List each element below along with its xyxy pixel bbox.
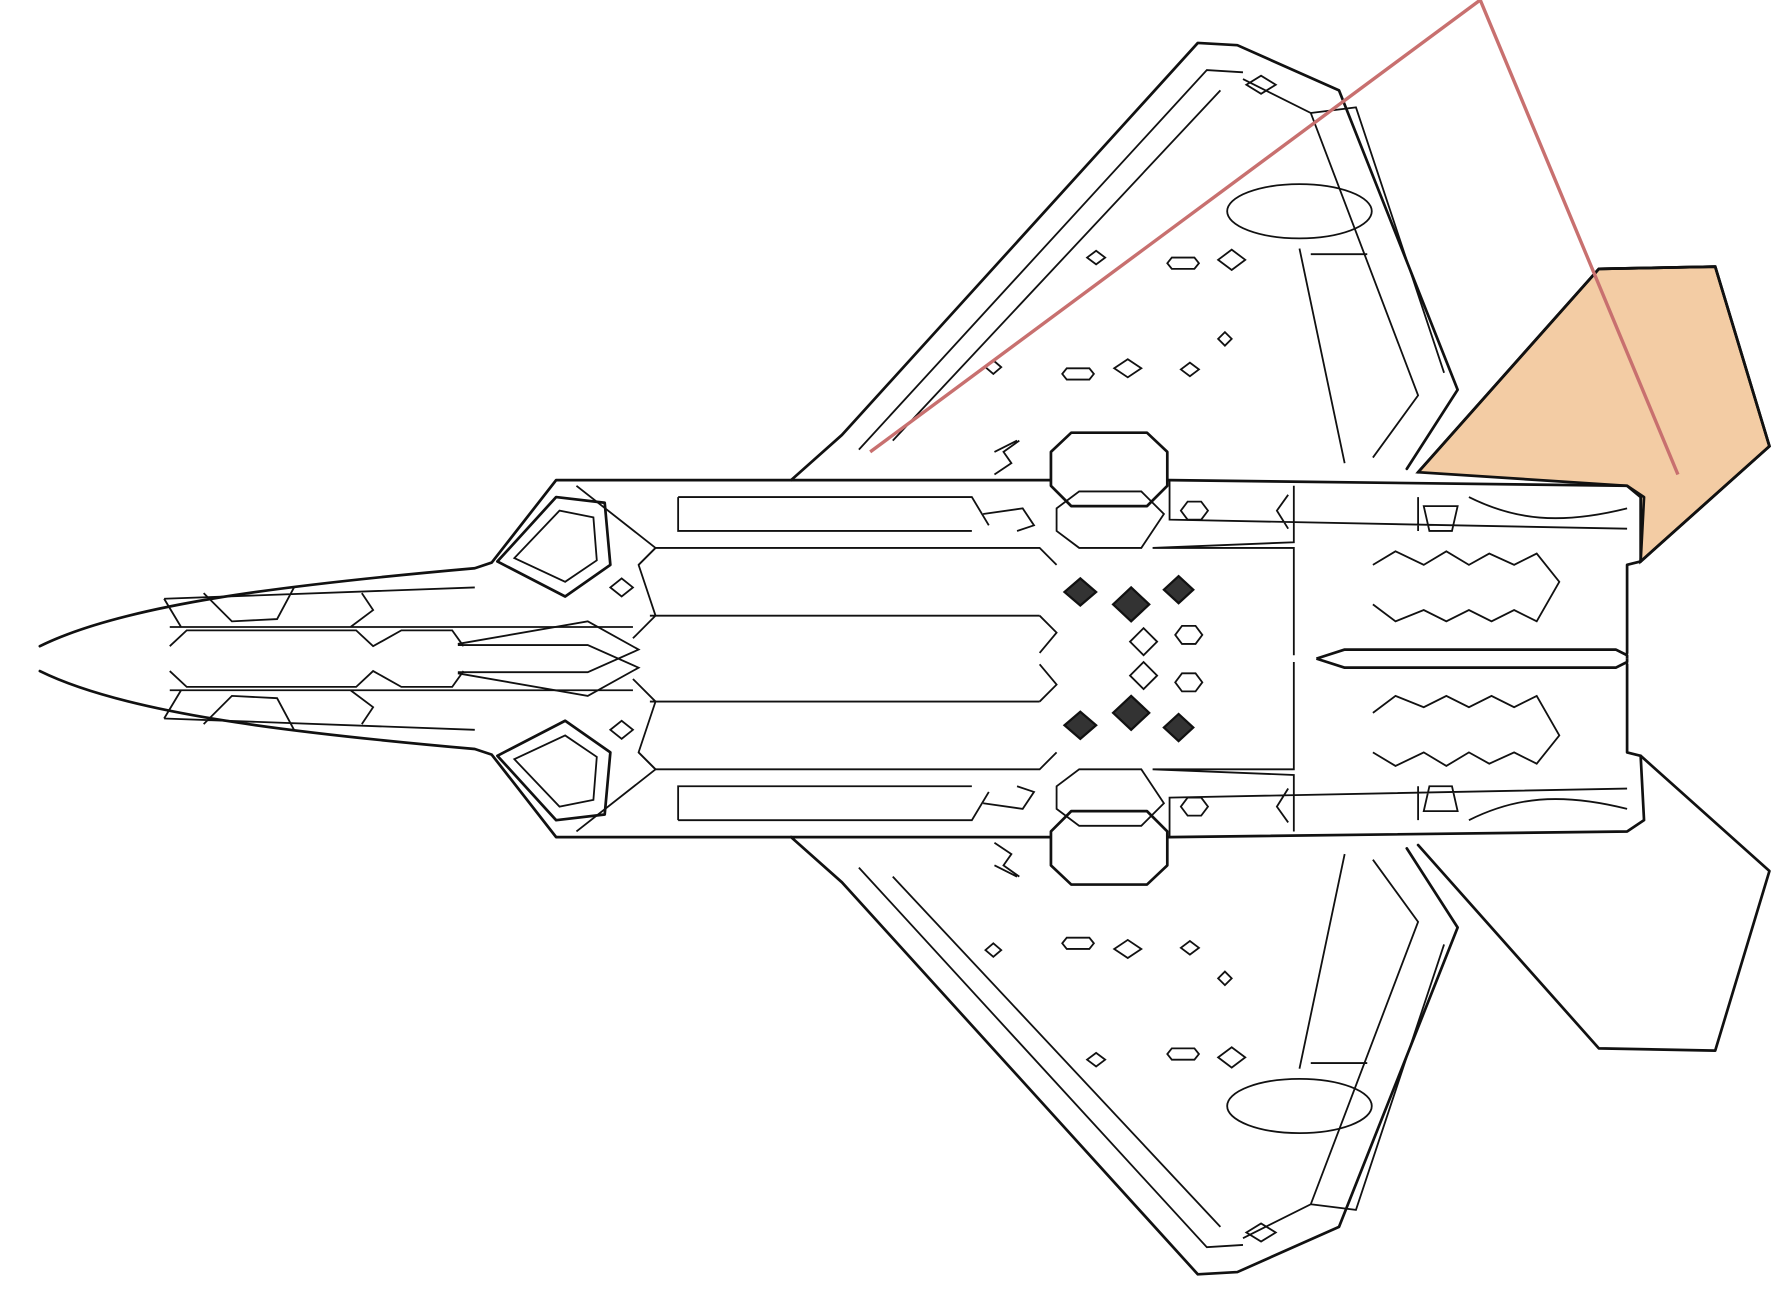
annotation-line-left — [869, 0, 1482, 454]
annotation-line-right — [1478, 0, 1680, 476]
highlighted-stabilizer-outline — [1416, 265, 1771, 563]
